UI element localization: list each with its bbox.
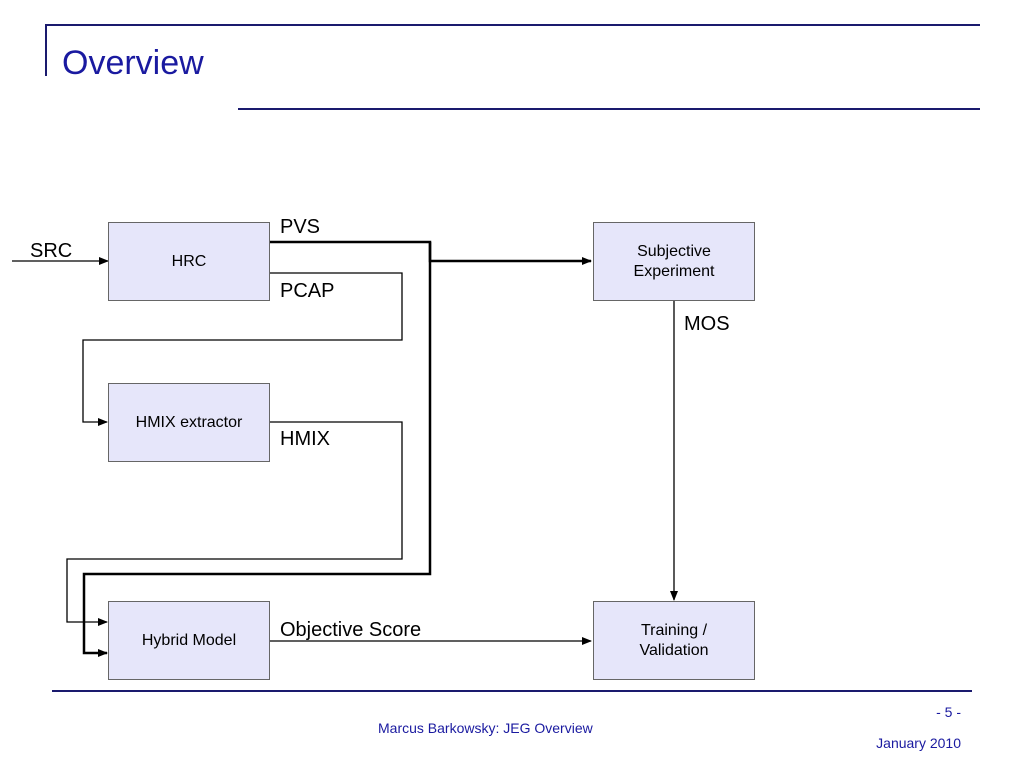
pcap-label: PCAP — [280, 280, 335, 302]
src-label: SRC — [30, 240, 73, 262]
hmix-extractor-box: HMIX extractor — [108, 383, 270, 462]
footer-rule — [52, 690, 972, 692]
title-top-rule — [45, 24, 980, 26]
subjective-experiment-box: Subjective Experiment — [593, 222, 755, 301]
hmix-line — [66, 421, 403, 626]
hmix-label: HMIX — [280, 428, 330, 450]
footer-date: January 2010 — [876, 735, 961, 751]
page-number: - 5 - — [936, 704, 961, 720]
slide-title: Overview — [62, 44, 204, 82]
pcap-line — [82, 272, 403, 426]
training-validation-box: Training / Validation — [593, 601, 755, 680]
title-left-bar — [45, 24, 47, 76]
hrc-box: HRC — [108, 222, 270, 301]
pvs-to-hybrid-line — [82, 242, 432, 657]
objective-score-label: Objective Score — [280, 619, 422, 641]
title-bottom-rule — [238, 108, 980, 110]
mos-label: MOS — [684, 313, 730, 335]
pvs-label: PVS — [280, 216, 321, 238]
footer-presenter: Marcus Barkowsky: JEG Overview — [378, 720, 593, 736]
hybrid-model-box: Hybrid Model — [108, 601, 270, 680]
